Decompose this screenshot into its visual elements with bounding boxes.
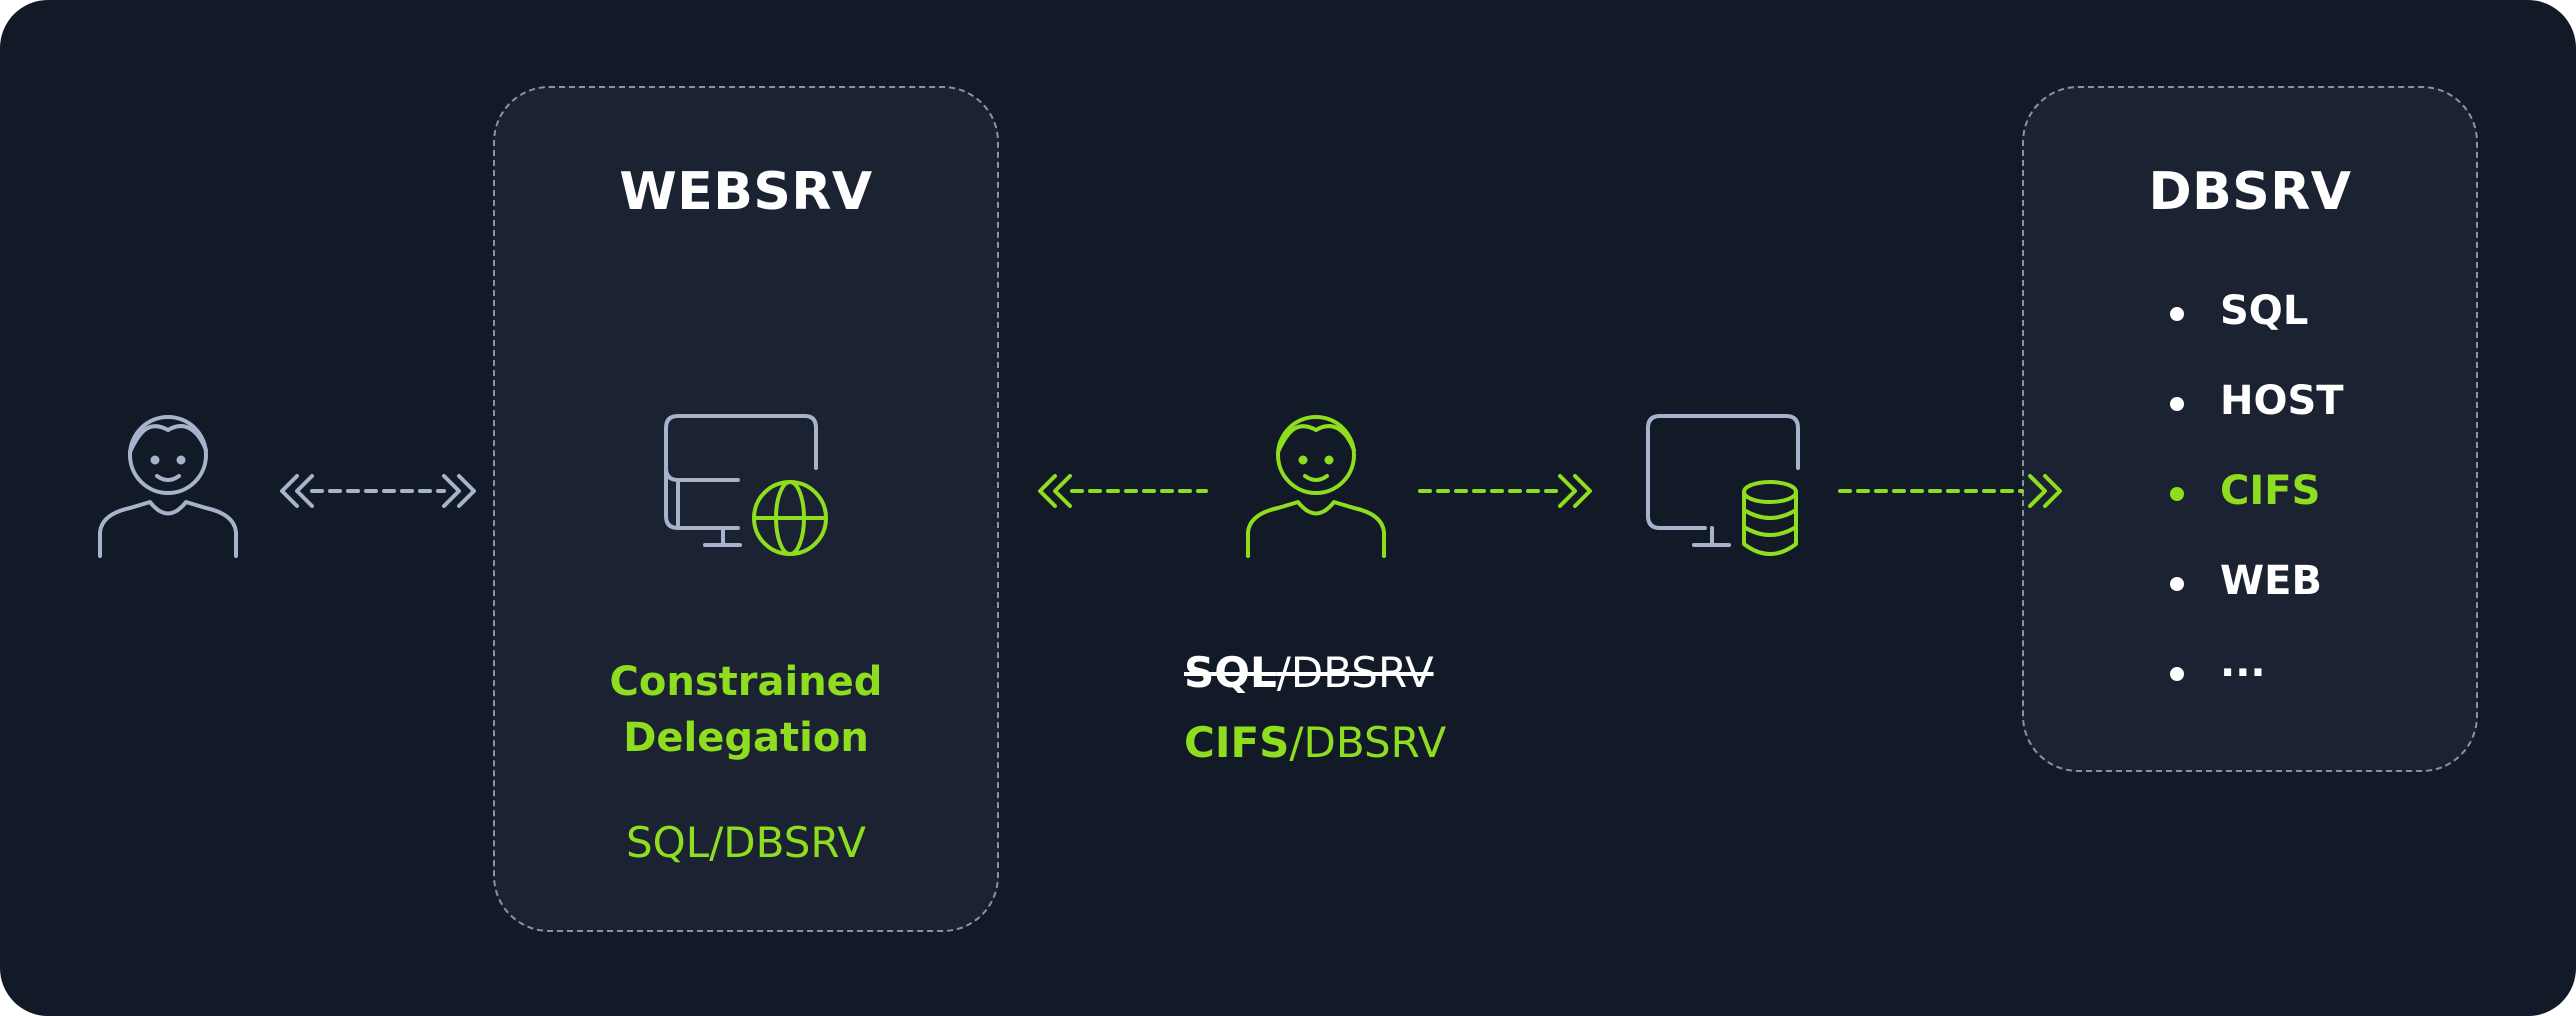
service-bullet <box>2170 397 2184 411</box>
dbsrv-panel: DBSRV SQL HOST CIFS WEB ... <box>2022 86 2478 772</box>
dbsrv-title: DBSRV <box>2148 162 2352 222</box>
bidirectional-arrow <box>280 474 476 508</box>
arrow-to-db-icon <box>1418 474 1592 508</box>
original-host: /DBSRV <box>1276 648 1434 697</box>
modified-ticket-spn: CIFS/DBSRV <box>1184 718 1464 767</box>
service-item-sql: SQL <box>2220 288 2309 334</box>
allowed-spn-label: SQL/DBSRV <box>626 818 866 867</box>
arrow-to-websrv <box>1038 474 1208 508</box>
websrv-title: WEBSRV <box>619 162 873 222</box>
modified-service: CIFS <box>1184 718 1290 767</box>
dbsrv-service-list: SQL HOST CIFS WEB ... <box>2024 88 2476 770</box>
original-service: SQL <box>1184 648 1277 697</box>
service-item-host: HOST <box>2220 378 2344 424</box>
service-item-more: ... <box>2220 640 2266 686</box>
arrow-to-dbsrv <box>1838 474 2062 508</box>
attacker-user-icon <box>1246 415 1386 558</box>
monitor-globe-icon <box>664 414 828 556</box>
constrained-delegation-label: Constrained Delegation <box>495 654 997 766</box>
service-item-web: WEB <box>2220 558 2322 604</box>
original-ticket-spn: SQL/DBSRV <box>1184 648 1464 697</box>
delegation-line-2: Delegation <box>623 715 869 761</box>
user-icon <box>98 415 238 558</box>
modified-host: /DBSRV <box>1289 718 1447 767</box>
service-bullet-highlighted <box>2170 487 2184 501</box>
service-bullet <box>2170 667 2184 681</box>
service-item-cifs: CIFS <box>2220 468 2321 514</box>
monitor-database-icon <box>1646 414 1800 556</box>
service-bullet <box>2170 577 2184 591</box>
service-bullet <box>2170 307 2184 321</box>
websrv-panel: WEBSRV Constrained Delegation SQL/DBSRV <box>493 86 999 932</box>
delegation-line-1: Constrained <box>609 659 883 705</box>
